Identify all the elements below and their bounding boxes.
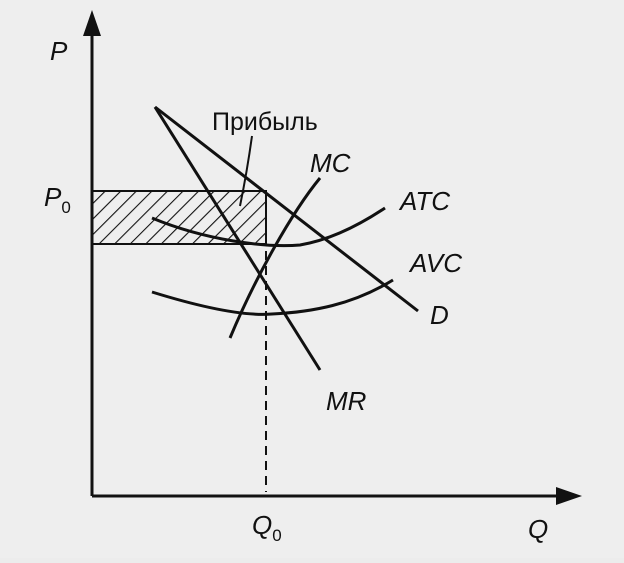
price-p0-base: P [44,182,62,212]
x-axis-arrow [556,487,582,505]
profit-label: Прибыль [212,108,318,136]
profit-pointer [239,135,253,207]
profit-area [91,190,267,245]
quantity-q0-sub: 0 [272,526,281,545]
quantity-q0-base: Q [252,510,272,540]
price-p0-sub: 0 [61,198,70,217]
x-axis-label: Q [528,514,548,544]
atc-curve [151,206,386,248]
y-axis-arrow [83,10,101,36]
mr-label: MR [326,386,366,416]
atc-label: ATC [398,186,450,216]
mr-curve [153,106,322,371]
quantity-q0-label: Q0 [252,510,282,545]
y-axis-label: P [50,36,68,66]
demand-label: D [430,300,449,330]
demand-curve [154,105,419,313]
mc-curve [228,177,322,339]
avc-curve [151,278,394,316]
mc-label: MC [310,148,351,178]
price-p0-label: P0 [44,182,71,217]
avc-label: AVC [408,248,462,278]
